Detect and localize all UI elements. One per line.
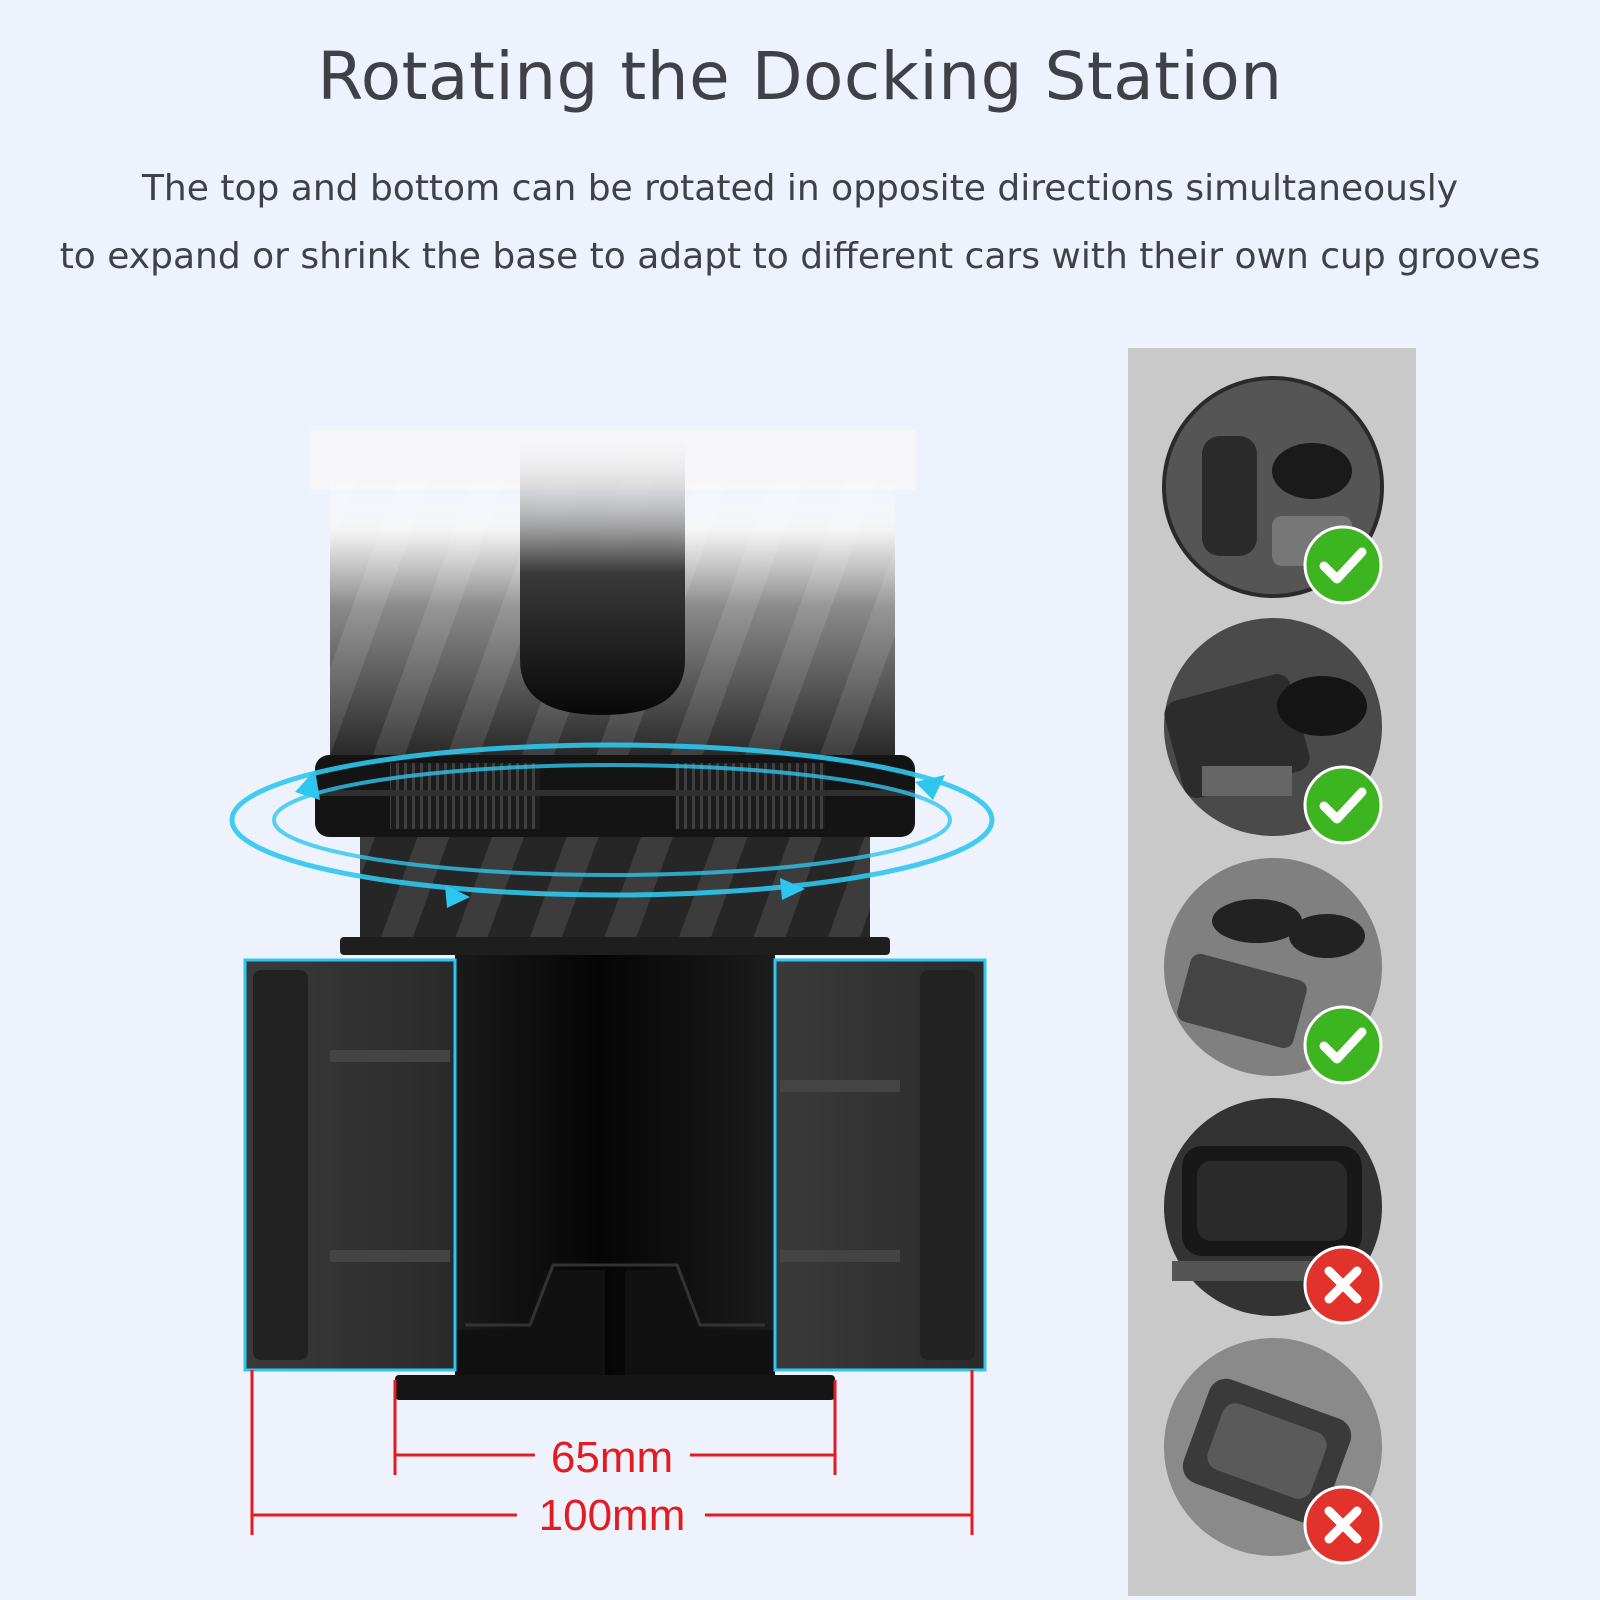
car-console-image (1164, 618, 1382, 836)
compatible-console-thumbnail-1 (1162, 376, 1384, 605)
inner-dimension-label: 65mm (551, 1433, 673, 1482)
compatible-console-thumbnail-2 (1162, 616, 1384, 845)
car-console-image (1164, 1338, 1382, 1556)
cross-icon (1303, 1245, 1383, 1325)
docking-station-illustration: 65mm 100mm (215, 370, 1005, 1570)
rotation-arrow-bottom-left-icon (445, 885, 470, 908)
incompatible-console-thumbnail-1 (1162, 1096, 1384, 1325)
check-icon (1303, 765, 1383, 845)
compatibility-panel (1128, 348, 1416, 1596)
subtitle-line-1: The top and bottom can be rotated in opp… (141, 168, 1459, 209)
subtitle-line-2: to expand or shrink the base to adapt to… (59, 236, 1541, 277)
rotation-arrow-left-icon (295, 770, 320, 800)
docking-station-svg: 65mm 100mm (229, 430, 995, 1540)
measurement-lines (250, 1370, 974, 1535)
check-icon (1303, 525, 1383, 605)
cross-icon (1303, 1485, 1383, 1565)
check-icon (1303, 1005, 1383, 1085)
rotation-arrow-bottom-right-icon (780, 878, 805, 900)
page-title: Rotating the Docking Station (317, 38, 1283, 115)
incompatible-console-thumbnail-2 (1162, 1336, 1384, 1565)
compatible-console-thumbnail-3 (1162, 856, 1384, 1085)
car-console-image (1164, 1098, 1382, 1316)
rotation-arrow-right-icon (915, 775, 945, 800)
outer-dimension-label: 100mm (539, 1491, 686, 1540)
